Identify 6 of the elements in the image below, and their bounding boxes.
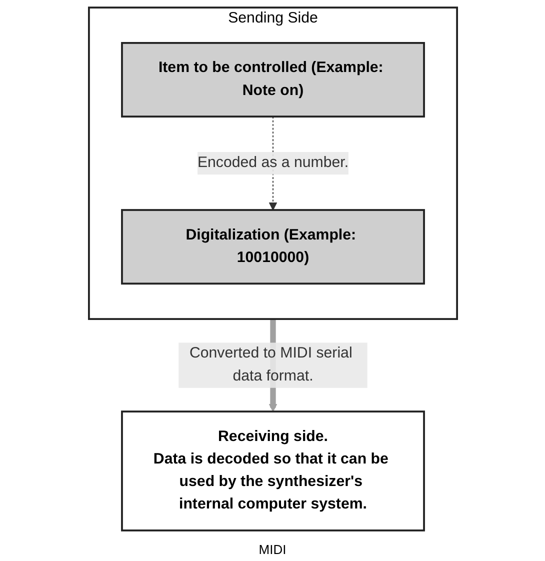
node-box: Receiving side. Data is decoded so that it can be used by the synthesizer's internal computer system. <box>120 410 424 532</box>
note-label: MIDI <box>258 542 286 557</box>
node-box: Digitalization (Example: 10010000) <box>120 209 424 285</box>
edge-label: Converted to MIDI serial data format. <box>188 345 352 384</box>
node-box: Item to be controlled (Example: Note on) <box>120 42 424 118</box>
edge-label: Encoded as a number. <box>196 154 348 171</box>
